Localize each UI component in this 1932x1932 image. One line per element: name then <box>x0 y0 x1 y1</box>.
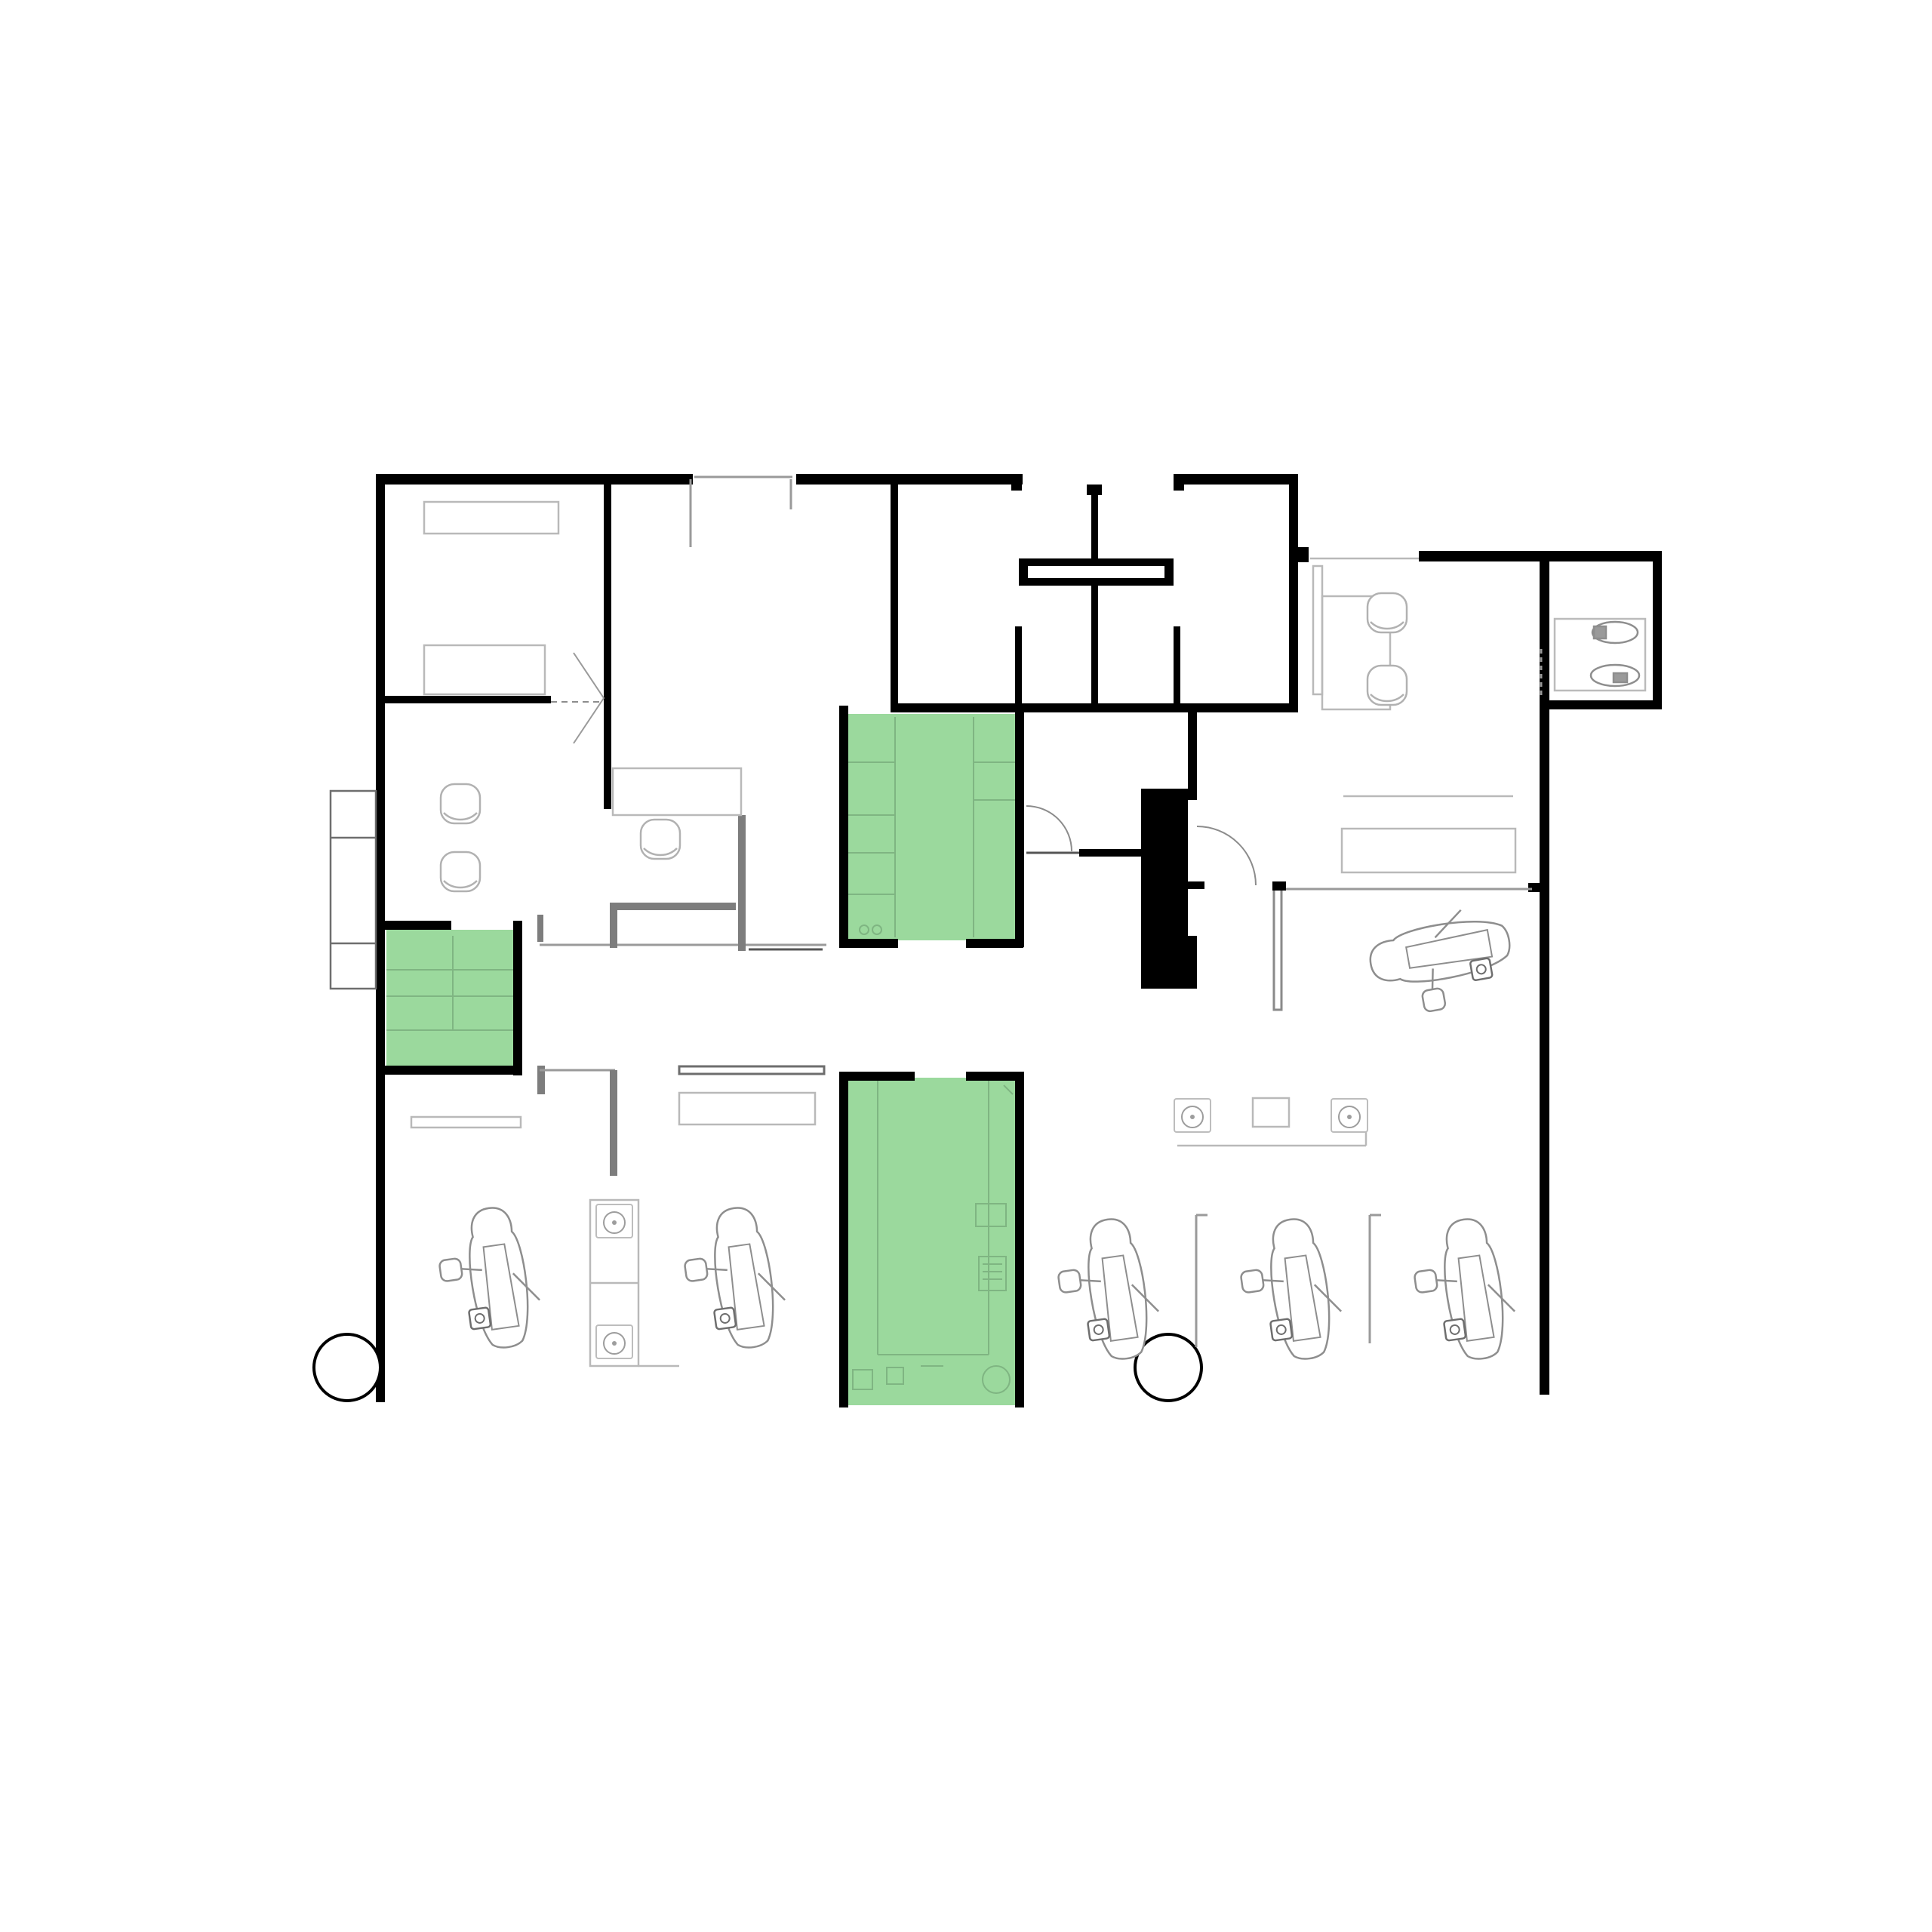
partitions <box>537 475 1532 1176</box>
dental-chair-icon <box>1232 1213 1349 1367</box>
sink-cabinet <box>589 1198 679 1367</box>
dental-chair-icon <box>1406 1213 1522 1367</box>
bench-furniture <box>410 500 1517 1129</box>
sink-icon <box>595 1324 633 1359</box>
window-bay <box>329 789 377 990</box>
door-swings <box>551 652 1257 886</box>
dental-chair-icon <box>1363 901 1520 1021</box>
highlight-room-center-south <box>844 1078 1022 1405</box>
column-icon <box>1134 1333 1203 1402</box>
highlight-room-center-north <box>844 714 1022 940</box>
armchair-icon <box>1366 664 1408 706</box>
interior-walls <box>376 485 1549 1407</box>
armchair-icon <box>439 851 481 893</box>
highlight-room-west <box>386 930 515 1066</box>
exterior-walls <box>376 474 1662 1402</box>
column-icon <box>312 1333 382 1402</box>
armchair-icon <box>639 818 681 860</box>
dental-chair-icon <box>431 1201 547 1356</box>
armchair-icon <box>1366 592 1408 634</box>
sink-icon <box>1174 1098 1211 1133</box>
cabinet-lines <box>386 717 1020 1394</box>
toilet-icon <box>1553 617 1647 692</box>
bay-dividers <box>1195 1214 1381 1347</box>
sink-icon <box>595 1204 633 1238</box>
dental-chair-icon <box>676 1201 792 1356</box>
sink-icon <box>1331 1098 1368 1133</box>
armchair-icon <box>439 783 481 825</box>
